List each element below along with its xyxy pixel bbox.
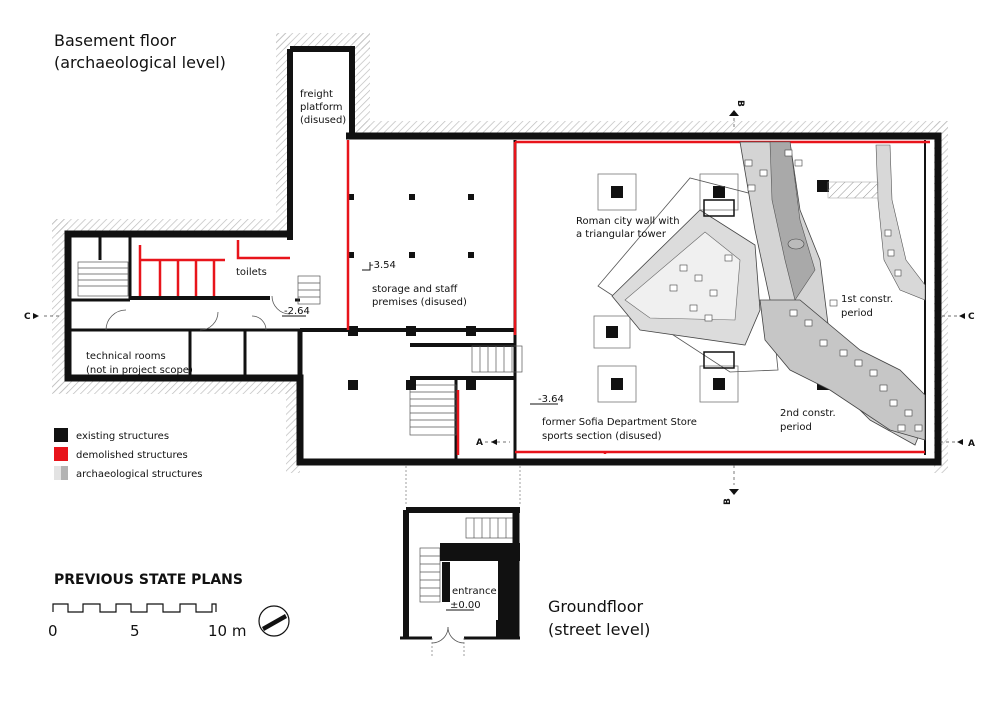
period2-label-2: period xyxy=(780,422,812,433)
technical-label-2: (not in project scope) xyxy=(86,365,193,376)
groundfloor-title: Groundfloor xyxy=(548,597,644,616)
groundfloor-plan xyxy=(400,466,521,656)
level-364: -3.64 xyxy=(538,394,564,405)
section-b-bottom: B xyxy=(723,498,733,505)
legend-archaeological: archaeological structures xyxy=(76,469,202,480)
basement-title: Basement floor xyxy=(54,31,177,50)
freight-label-2: platform xyxy=(300,102,343,113)
storage-label-2: premises (disused) xyxy=(372,297,467,308)
section-b-top: B xyxy=(735,100,745,107)
scale-5: 5 xyxy=(130,622,140,640)
section-a-right: A xyxy=(968,439,975,449)
toilets-label: toilets xyxy=(236,267,267,278)
level-marker-lines xyxy=(282,262,558,611)
basement-subtitle: (archaeological level) xyxy=(54,53,226,72)
store-label-1: former Sofia Department Store xyxy=(542,417,697,428)
storage-label-1: storage and staff xyxy=(372,284,458,295)
section-c-left: C xyxy=(24,312,31,322)
scale-10m: 10 m xyxy=(208,622,246,640)
legend-demolished: demolished structures xyxy=(76,450,188,461)
scale-labels: 0 5 10 m xyxy=(48,622,246,640)
period1-label-2: period xyxy=(841,308,873,319)
section-arrows xyxy=(33,110,965,495)
level-264: -2.64 xyxy=(284,306,310,317)
entrance-level: ±0.00 xyxy=(450,600,481,611)
entrance-label: entrance xyxy=(452,586,497,597)
roman-wall-label-1: Roman city wall with xyxy=(576,216,680,227)
period2-label-1: 2nd constr. xyxy=(780,408,836,419)
technical-label-1: technical rooms xyxy=(86,351,166,362)
store-label-2: sports section (disused) xyxy=(542,431,662,442)
freight-label-1: freight xyxy=(300,89,333,100)
room-labels: freight platform (disused) toilets stora… xyxy=(86,89,893,611)
scale-0: 0 xyxy=(48,622,58,640)
stairs xyxy=(77,261,523,603)
section-a-left: A xyxy=(476,438,483,448)
section-c-right: C xyxy=(968,312,975,322)
soil-hatch xyxy=(52,33,948,473)
door-swings xyxy=(105,295,465,644)
period1-label-1: 1st constr. xyxy=(841,294,893,305)
section-labels: C C A A B B xyxy=(24,100,975,505)
columns xyxy=(348,180,829,390)
titles: Basement floor (archaeological level) Gr… xyxy=(54,31,650,639)
scale-bar xyxy=(52,603,217,613)
level-labels: -3.54 -2.64 -3.64 xyxy=(284,260,564,405)
north-arrow-icon xyxy=(258,605,290,637)
groundfloor-subtitle: (street level) xyxy=(548,620,650,639)
column-bases xyxy=(593,173,739,403)
roman-wall-label-2: a triangular tower xyxy=(576,229,667,240)
archaeological-structures xyxy=(597,141,926,446)
demolished-walls xyxy=(138,140,930,455)
legend: existing structures demolished structure… xyxy=(76,431,202,480)
level-354: -3.54 xyxy=(370,260,396,271)
legend-swatches xyxy=(54,428,68,480)
freight-label-3: (disused) xyxy=(300,115,346,126)
previous-state-title: PREVIOUS STATE PLANS xyxy=(54,572,243,588)
legend-existing: existing structures xyxy=(76,431,169,442)
